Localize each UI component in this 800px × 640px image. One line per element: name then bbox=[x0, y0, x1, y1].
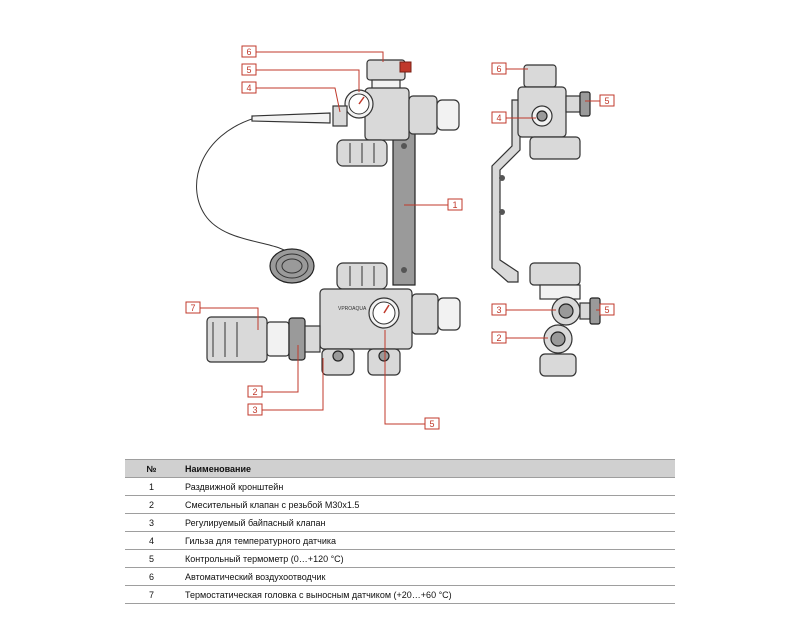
row-name: Регулируемый байпасный клапан bbox=[178, 513, 675, 532]
callout-5: 5 bbox=[424, 417, 440, 430]
side-upper-thermometer bbox=[579, 91, 591, 117]
row-number: 5 bbox=[125, 549, 178, 568]
row-name: Раздвижной кронштейн bbox=[178, 477, 675, 496]
table-row: 1 Раздвижной кронштейн bbox=[125, 477, 675, 496]
callout-6: 6 bbox=[241, 45, 257, 58]
parts-table: № Наименование 1 Раздвижной кронштейн 2 … bbox=[125, 459, 675, 604]
callout-5: 5 bbox=[599, 94, 615, 107]
row-number: 7 bbox=[125, 585, 178, 604]
side-lower-outlet bbox=[539, 353, 577, 377]
air-vent-cap bbox=[399, 61, 412, 73]
side-air-vent bbox=[523, 64, 557, 88]
table-row: 5 Контрольный термометр (0…+120 °C) bbox=[125, 549, 675, 568]
sliding-bracket bbox=[392, 129, 416, 286]
table-row: 3 Регулируемый байпасный клапан bbox=[125, 513, 675, 532]
temperature-sensor-probe bbox=[251, 112, 331, 124]
svg-text:7: 7 bbox=[190, 303, 195, 313]
side-lower-nut bbox=[529, 262, 581, 286]
callout-5: 5 bbox=[241, 63, 257, 76]
row-number: 3 bbox=[125, 513, 178, 532]
callout-4: 4 bbox=[241, 81, 257, 94]
lower-left-outlet bbox=[321, 348, 355, 376]
callout-6: 6 bbox=[491, 62, 507, 75]
bypass-valve-knob bbox=[332, 350, 344, 362]
row-number: 2 bbox=[125, 495, 178, 514]
bracket-screw bbox=[401, 267, 407, 273]
callout-2: 2 bbox=[247, 385, 263, 398]
svg-text:2: 2 bbox=[252, 387, 257, 397]
svg-text:2: 2 bbox=[496, 333, 501, 343]
air-vent-body bbox=[366, 59, 406, 81]
row-number: 1 bbox=[125, 477, 178, 496]
side-bracket bbox=[491, 99, 521, 283]
svg-text:3: 3 bbox=[252, 405, 257, 415]
mixing-unit-diagram: VPROAQUA bbox=[185, 45, 615, 430]
upper-side-nut bbox=[408, 95, 438, 135]
side-lower-thermometer bbox=[589, 297, 601, 325]
lower-side-nut bbox=[411, 293, 439, 335]
callout-1: 1 bbox=[447, 198, 463, 211]
table-row: 6 Автоматический воздухоотводчик bbox=[125, 567, 675, 586]
svg-text:6: 6 bbox=[246, 47, 251, 57]
row-number: 4 bbox=[125, 531, 178, 550]
row-name: Контрольный термометр (0…+120 °C) bbox=[178, 549, 675, 568]
brand-mark: VPROAQUA bbox=[338, 306, 367, 312]
svg-text:5: 5 bbox=[246, 65, 251, 75]
svg-text:5: 5 bbox=[604, 305, 609, 315]
capillary-coil bbox=[269, 248, 315, 284]
header-name: Наименование bbox=[178, 459, 675, 478]
side-view bbox=[491, 64, 601, 377]
svg-text:4: 4 bbox=[496, 113, 501, 123]
upper-valve-body bbox=[364, 87, 410, 141]
row-name: Автоматический воздухоотводчик bbox=[178, 567, 675, 586]
callout-2: 2 bbox=[491, 331, 507, 344]
capillary-tube bbox=[196, 117, 291, 256]
callout-7: 7 bbox=[185, 301, 201, 314]
svg-text:4: 4 bbox=[246, 83, 251, 93]
row-number: 6 bbox=[125, 567, 178, 586]
svg-text:5: 5 bbox=[604, 96, 609, 106]
table-row: 7 Термостатическая головка с выносным да… bbox=[125, 585, 675, 604]
upper-side-fitting bbox=[436, 99, 460, 131]
lower-right-outlet bbox=[367, 348, 401, 376]
row-name: Смесительный клапан с резьбой M30x1.5 bbox=[178, 495, 675, 514]
svg-text:6: 6 bbox=[496, 64, 501, 74]
callout-4: 4 bbox=[491, 111, 507, 124]
svg-text:3: 3 bbox=[496, 305, 501, 315]
mixing-valve-adapter bbox=[288, 317, 306, 361]
svg-text:1: 1 bbox=[452, 200, 457, 210]
front-view: VPROAQUA bbox=[196, 59, 461, 376]
svg-text:5: 5 bbox=[429, 419, 434, 429]
callout-5: 5 bbox=[599, 303, 615, 316]
table-row: 2 Смесительный клапан с резьбой M30x1.5 bbox=[125, 495, 675, 514]
header-number: № bbox=[125, 459, 178, 478]
side-upper-nut bbox=[529, 136, 581, 160]
table-header-row: № Наименование bbox=[125, 459, 675, 478]
row-name: Гильза для температурного датчика bbox=[178, 531, 675, 550]
bracket-screw bbox=[401, 143, 407, 149]
lower-side-fitting bbox=[437, 297, 461, 331]
callout-3: 3 bbox=[491, 303, 507, 316]
table-row: 4 Гильза для температурного датчика bbox=[125, 531, 675, 550]
sensor-sleeve bbox=[332, 105, 348, 127]
leader-lines bbox=[200, 51, 600, 425]
row-name: Термостатическая головка с выносным датч… bbox=[178, 585, 675, 604]
callout-3: 3 bbox=[247, 403, 263, 416]
